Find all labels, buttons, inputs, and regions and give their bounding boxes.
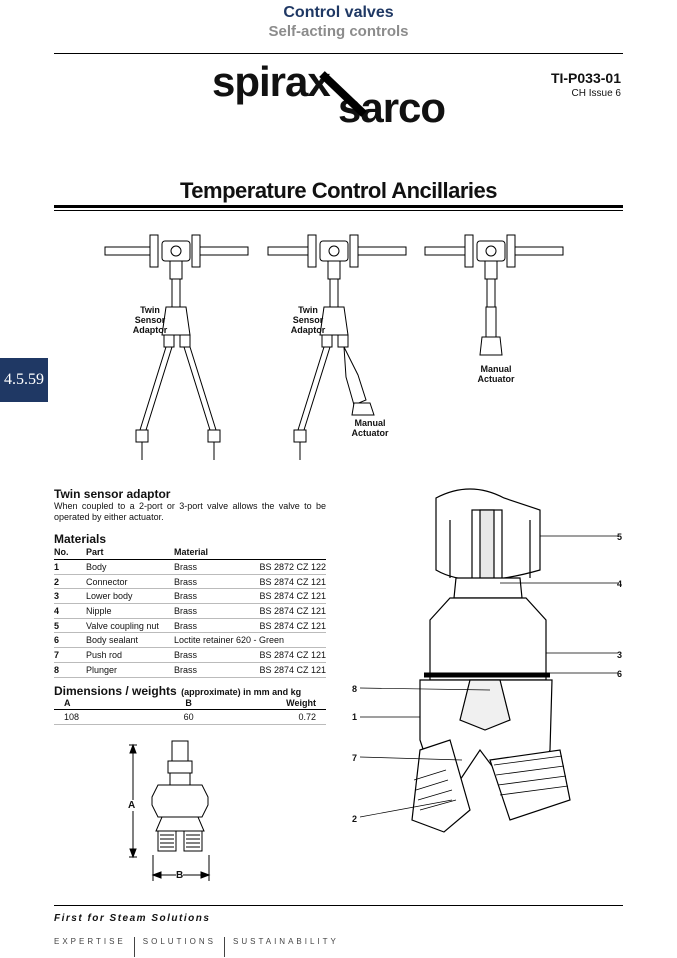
callout-4: 4 [617,579,623,589]
col-b: B [143,697,234,710]
callout-1: 1 [352,712,358,722]
callout-6: 6 [617,669,623,679]
dimensions-heading: Dimensions / weights [54,684,177,698]
installation-drawings [104,234,564,460]
callout-8: 8 [352,684,358,694]
header-category: Control valves [283,4,394,21]
dimensions-table: A B Weight 108 60 0.72 [54,697,326,725]
label-twin-sensor-adaptor-1: Twin Sensor Adaptor [132,305,168,335]
label-manual-actuator-2: Manual Actuator [477,364,515,384]
label-manual-actuator-1: Manual Actuator [351,418,389,438]
footer-words: EXPERTISE SOLUTIONS SUSTAINABILITY [54,937,339,957]
col-material: Material [174,546,326,560]
label-twin-sensor-adaptor-2: Twin Sensor Adaptor [290,305,326,335]
dimension-label-b: B [176,870,184,881]
section-tab: 4.5.59 [0,358,48,402]
table-row: 108 60 0.72 [54,709,326,725]
col-weight: Weight [233,697,326,710]
title-divider-thin [54,210,623,211]
materials-header-row: No. Part Material [54,546,326,560]
twin-sensor-heading: Twin sensor adaptor [54,487,171,501]
dimensions-heading-note: (approximate) in mm and kg [181,687,302,697]
drawing-twin-sensor-1 [104,234,249,460]
callout-3: 3 [617,650,623,660]
drawing-manual-actuator [424,234,564,356]
logo-x-mark [319,71,367,117]
document-issue: CH Issue 6 [571,88,621,99]
footer-tagline: First for Steam Solutions [54,913,211,924]
drawing-twin-sensor-manual [267,234,407,460]
footer-word-solutions: SOLUTIONS [142,937,216,946]
col-part: Part [86,546,174,560]
logo-word-spirax: spirax [212,58,331,105]
document-code: TI-P033-01 [550,70,621,86]
page-title: Temperature Control Ancillaries [179,178,498,203]
header-divider [54,53,623,54]
footer-word-expertise: EXPERTISE [54,937,126,946]
callout-5: 5 [617,532,623,542]
dimension-label-a: A [128,800,136,811]
header-subcategory: Self-acting controls [268,23,409,40]
dimensions-heading-block: Dimensions / weights (approximate) in mm… [54,682,301,700]
title-divider [54,205,623,208]
footer-divider [54,905,623,906]
twin-sensor-description: When coupled to a 2-port or 3-port valve… [54,501,326,522]
sectional-drawing [360,488,618,833]
dimension-drawing [129,740,211,881]
col-no: No. [54,546,86,560]
callout-7: 7 [352,753,358,763]
callout-2: 2 [352,814,358,824]
col-a: A [54,697,144,710]
footer-word-sustainability: SUSTAINABILITY [233,937,339,946]
materials-heading: Materials [54,532,107,546]
